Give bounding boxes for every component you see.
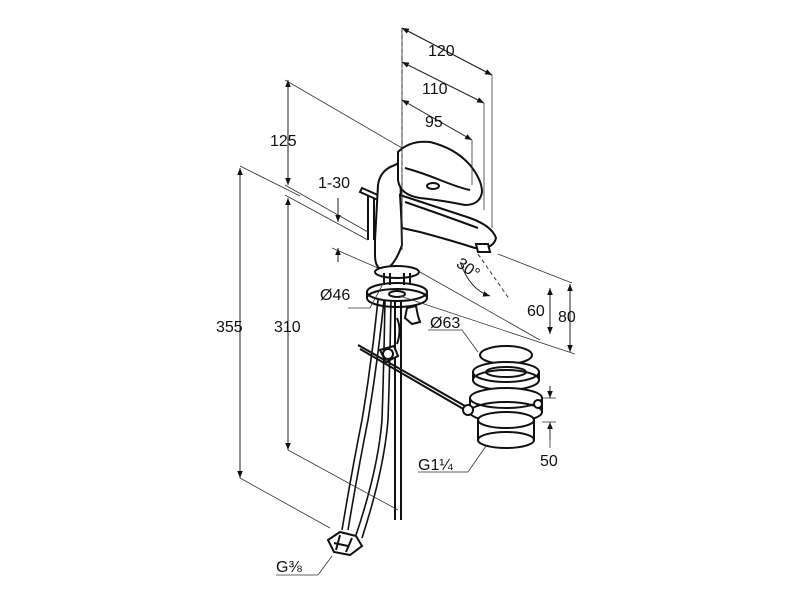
dim-60: 60 [527, 303, 545, 320]
dim-diameter-46: Ø46 [320, 287, 350, 304]
faucet-body [358, 140, 498, 520]
dim-310: 310 [274, 319, 301, 336]
dim-110: 110 [422, 81, 448, 98]
thread-waste-label: G1¼ [418, 457, 453, 474]
supply-hoses [341, 299, 392, 539]
waste-drain [462, 345, 543, 449]
dim-50: 50 [540, 453, 558, 470]
dim-355: 355 [216, 319, 243, 336]
dimension-lines [237, 27, 576, 576]
dim-diameter-63: Ø63 [430, 315, 460, 332]
dim-80: 80 [558, 309, 576, 326]
dim-125: 125 [270, 133, 297, 150]
popup-linkage [357, 317, 473, 415]
thread-inlet-label: G⅜ [276, 559, 302, 576]
dim-30-degrees: 30° [453, 255, 483, 283]
dim-1-30: 1-30 [318, 175, 350, 192]
inlet-connector [326, 530, 364, 557]
dim-120: 120 [428, 43, 455, 60]
dim-95: 95 [425, 114, 443, 131]
